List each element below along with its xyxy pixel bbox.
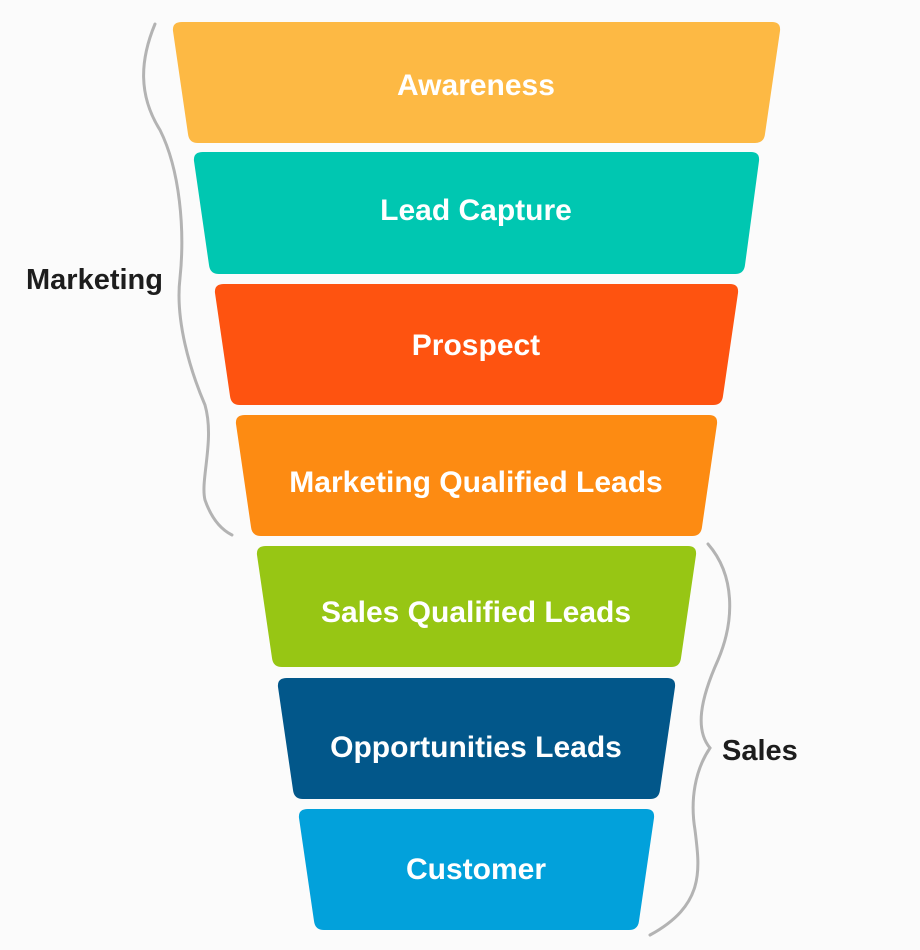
stage-label: Awareness [397,69,555,102]
stage-label: Prospect [412,329,540,362]
funnel-stage-awareness: Awareness [172,22,781,143]
sales-bracket [648,542,732,937]
sales-group-label: Sales [722,735,798,767]
stage-label: Customer [406,853,546,886]
funnel-stage-sales-qualified-leads: Sales Qualified Leads [256,546,697,667]
stage-label: Opportunities Leads [330,731,622,764]
stage-shape [193,152,760,274]
funnel-stage-lead-capture: Lead Capture [193,152,760,274]
stage-shape [277,678,676,799]
stage-label: Marketing Qualified Leads [289,466,662,499]
stage-label: Sales Qualified Leads [321,596,631,629]
stage-shape [214,284,739,405]
stage-shape [172,22,781,143]
stage-shape [235,415,718,536]
funnel-stage-customer: Customer [298,809,655,930]
stage-shape [298,809,655,930]
stage-label: Lead Capture [380,194,572,227]
marketing-bracket [142,22,234,537]
stage-shape [256,546,697,667]
funnel-stage-prospect: Prospect [214,284,739,405]
marketing-group-label: Marketing [26,264,163,296]
funnel-stage-opportunities-leads: Opportunities Leads [277,678,676,799]
funnel-stage-marketing-qualified-leads: Marketing Qualified Leads [235,415,718,536]
